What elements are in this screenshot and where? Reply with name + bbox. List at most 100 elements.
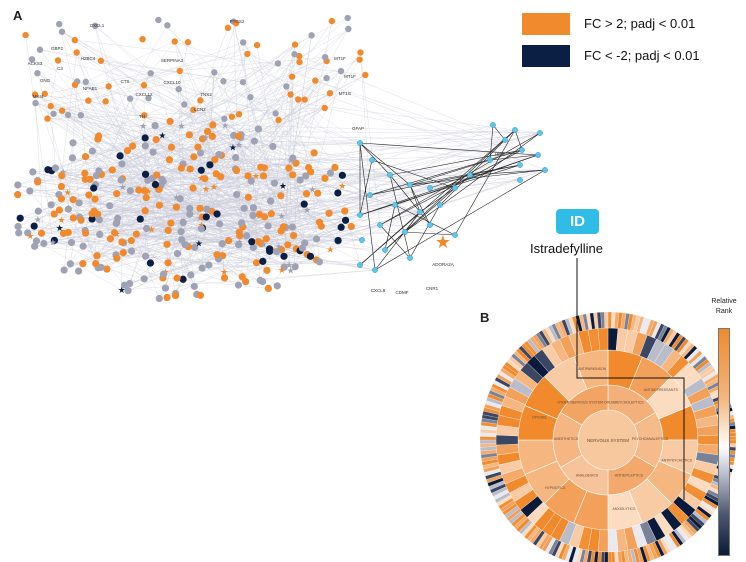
- gene-node: [88, 215, 96, 223]
- drug-label: Istradefylline: [530, 241, 603, 256]
- gene-node: [47, 201, 55, 209]
- network-edge: [39, 49, 244, 83]
- gene-node: [242, 278, 250, 286]
- gene-node: [140, 82, 148, 89]
- network-edge: [58, 24, 82, 116]
- star-node: ★: [287, 266, 295, 276]
- network-edge: [36, 240, 178, 254]
- sunburst-wedge: [589, 312, 596, 330]
- sunburst-wedge: [488, 480, 505, 490]
- star-node: ★: [279, 181, 287, 191]
- gene-node: [81, 153, 90, 161]
- sunburst-wedge: [687, 386, 712, 405]
- sunburst-wedge: [672, 362, 696, 385]
- sunburst-wedge: [639, 520, 657, 546]
- sunburst-wedge: [489, 483, 507, 494]
- sunburst-wedge: [521, 522, 535, 537]
- sunburst-wedge: [617, 551, 623, 562]
- sunburst-wedge: [693, 405, 718, 421]
- hub-node: [407, 182, 413, 188]
- network-edge: [120, 155, 521, 181]
- network-edge: [85, 156, 268, 271]
- sunburst-outer-label: ANTIPARKINSON: [578, 367, 607, 371]
- sunburst-wedge: [479, 436, 497, 441]
- star-node: ★: [63, 188, 71, 198]
- sunburst-wedge: [653, 343, 675, 368]
- sunburst-wedge: [685, 517, 700, 532]
- gene-node: [289, 171, 297, 179]
- sunburst-wedge: [480, 446, 497, 452]
- gene-label: LCN2: [194, 107, 206, 112]
- gene-node: [85, 97, 92, 104]
- network-edge: [37, 138, 98, 181]
- gene-node: [250, 137, 259, 145]
- network-edge: [232, 129, 516, 148]
- sunburst-wedge: [614, 551, 619, 562]
- gene-node: [66, 260, 74, 268]
- sunburst-wedge: [639, 546, 648, 562]
- sunburst-wedge: [496, 414, 521, 429]
- gene-node: [234, 132, 243, 140]
- gene-node: [234, 241, 243, 249]
- sunburst-wedge: [492, 489, 510, 500]
- gene-label: TNS2: [200, 92, 212, 97]
- network-edge: [76, 52, 361, 144]
- network-edge: [92, 178, 325, 220]
- gene-node: [341, 207, 349, 215]
- network-edge: [224, 17, 348, 126]
- gene-node: [85, 191, 93, 199]
- sunburst-wedge: [578, 329, 593, 354]
- gene-node: [242, 232, 251, 240]
- gene-node: [212, 170, 220, 178]
- sunburst-inner-label: PSYCHOLEPTICS: [614, 401, 644, 405]
- sunburst-wedge: [511, 513, 526, 527]
- gene-node: [126, 279, 134, 288]
- star-node: ★: [147, 225, 155, 235]
- network-edge: [146, 44, 296, 198]
- gene-node: [55, 20, 63, 28]
- gene-node: [103, 265, 111, 273]
- sunburst-wedge: [639, 317, 648, 334]
- star-node: ★: [303, 205, 311, 215]
- sunburst-wedge: [676, 338, 690, 354]
- network-edge: [256, 45, 282, 196]
- network-edge: [256, 224, 381, 263]
- sunburst-wedge: [494, 492, 511, 504]
- network-edge: [88, 194, 346, 221]
- network-edge: [189, 211, 421, 215]
- gene-node: [326, 90, 334, 97]
- sunburst-outer-label: ANTIDEPRESSANTS: [644, 388, 679, 392]
- gene-node: [234, 281, 243, 289]
- sunburst-wedge: [696, 505, 712, 519]
- gene-node: [291, 41, 299, 48]
- gene-node: [167, 143, 176, 151]
- gene-node: [310, 149, 318, 157]
- gene-node: [189, 184, 197, 192]
- sunburst-wedge: [482, 462, 500, 470]
- gene-node: [141, 134, 149, 142]
- network-edge: [176, 114, 240, 208]
- sunburst-wedge: [568, 524, 585, 549]
- network-edge: [129, 41, 175, 99]
- gene-node: [64, 205, 73, 213]
- sunburst-wedge: [678, 524, 692, 540]
- sunburst-wedge: [509, 378, 534, 398]
- star-node: ★: [57, 215, 65, 225]
- gene-node: [142, 224, 151, 233]
- sunburst-wedge: [626, 549, 633, 562]
- gene-node: [239, 78, 247, 86]
- network-edge: [274, 157, 293, 184]
- sunburst-wedge: [544, 326, 556, 343]
- gene-node: [334, 236, 342, 245]
- network-edge: [95, 135, 163, 264]
- network-edge: [88, 100, 202, 226]
- sunburst-wedge: [620, 550, 626, 562]
- network-edge: [254, 140, 361, 144]
- sunburst-wedge: [628, 356, 673, 402]
- gene-node: [326, 169, 335, 177]
- hub-node: [372, 267, 378, 273]
- gene-node: [159, 270, 168, 278]
- gene-node: [132, 230, 140, 238]
- gene-node: [22, 31, 29, 39]
- gene-node: [15, 229, 23, 237]
